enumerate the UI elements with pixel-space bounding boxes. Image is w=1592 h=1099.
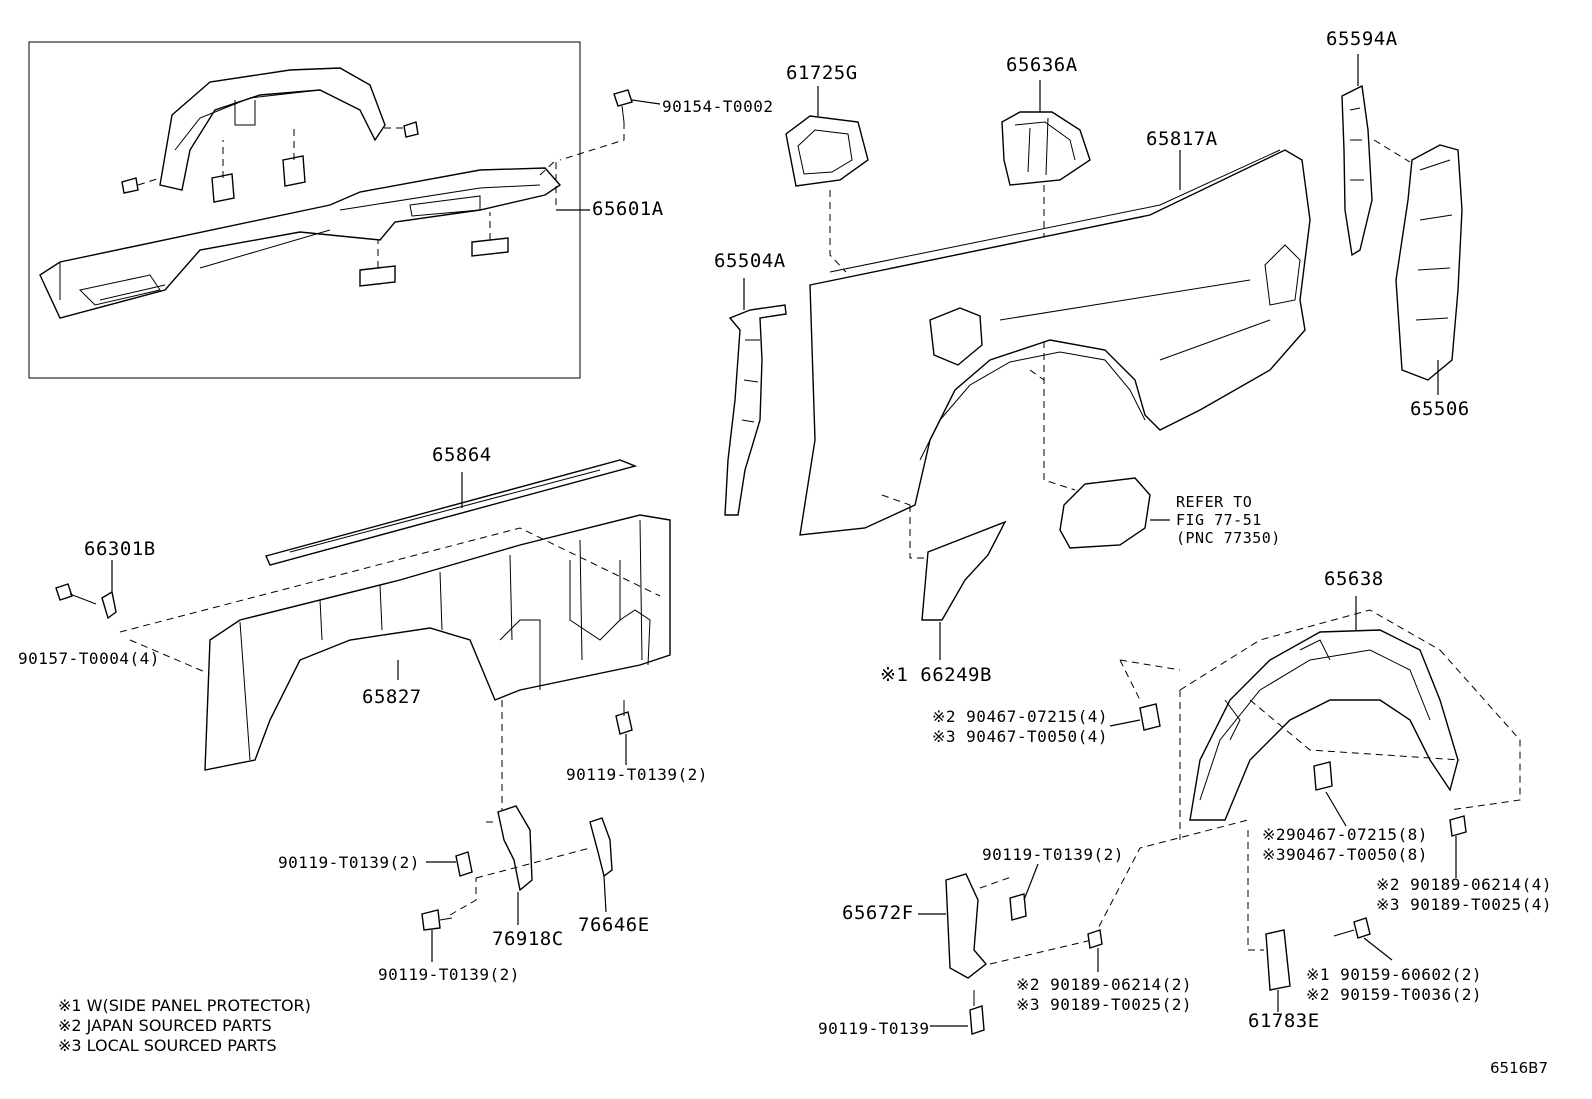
part-66249B-drawing — [921, 520, 1007, 621]
label-65506: 65506 — [1410, 398, 1470, 420]
part-76918C-drawing — [497, 805, 533, 892]
part-65827-drawing — [204, 514, 671, 771]
label-90467-07215-b: ※290467-07215(8) — [1262, 825, 1428, 844]
part-61725G-drawing — [785, 115, 869, 187]
label-90119-T0139-e: 90119-T0139 — [818, 1019, 930, 1038]
clip-66301B-icon — [101, 590, 117, 620]
clip-90189-c-icon — [1087, 929, 1103, 949]
label-90189-T0025-b: ※3 90189-T0025(2) — [1016, 995, 1193, 1014]
part-65672F-drawing — [945, 873, 988, 979]
label-90119-T0139-b: 90119-T0139(2) — [278, 853, 420, 872]
label-65601A: 65601A — [592, 198, 664, 220]
part-65594A-drawing — [1341, 84, 1373, 257]
part-65864-drawing — [265, 459, 638, 566]
clip-90467-c-icon — [1313, 761, 1333, 791]
label-90119-T0139-c: 90119-T0139(2) — [378, 965, 520, 984]
label-65594A: 65594A — [1326, 28, 1398, 50]
note-2: ※2 JAPAN SOURCED PARTS — [58, 1016, 272, 1035]
note-1: ※1 W(SIDE PANEL PROTECTOR) — [58, 996, 311, 1015]
part-65817A-drawing — [799, 149, 1311, 536]
label-65638: 65638 — [1324, 568, 1384, 590]
clip-90119-d-icon — [1009, 893, 1027, 921]
label-65817A: 65817A — [1146, 128, 1218, 150]
bolt-90119-c-icon — [421, 909, 453, 931]
note-3: ※3 LOCAL SOURCED PARTS — [58, 1036, 277, 1055]
label-61783E: 61783E — [1248, 1010, 1320, 1032]
label-90154-T0002: 90154-T0002 — [662, 97, 774, 116]
figure-code: 6516B7 — [1490, 1059, 1549, 1077]
label-90189-06214-b: ※2 90189-06214(2) — [1016, 975, 1193, 994]
part-61783E-drawing — [1265, 929, 1291, 991]
refer-line-1: REFER TO — [1176, 493, 1253, 511]
label-90189-T0025-a: ※3 90189-T0025(4) — [1376, 895, 1553, 914]
clip-90467-a-icon — [1139, 703, 1161, 731]
label-90119-T0139-d: 90119-T0139(2) — [982, 845, 1124, 864]
label-90159-60602: ※1 90159-60602(2) — [1306, 965, 1483, 984]
label-61725G: 61725G — [786, 62, 858, 84]
label-66301B: 66301B — [84, 538, 156, 560]
label-76646E: 76646E — [578, 914, 650, 936]
label-65864: 65864 — [432, 444, 492, 466]
bolt-90119-b-icon — [455, 851, 473, 877]
part-65504A-drawing — [724, 304, 787, 516]
label-90159-T0036: ※2 90159-T0036(2) — [1306, 985, 1483, 1004]
bolt-90154-icon — [613, 89, 633, 123]
part-65601A-drawing — [39, 67, 562, 319]
part-65506-drawing — [1395, 144, 1463, 381]
refer-line-2: FIG 77-51 — [1176, 511, 1262, 529]
bolt-90119-e-icon — [969, 990, 985, 1035]
label-65504A: 65504A — [714, 250, 786, 272]
clip-90189-a-icon — [1449, 815, 1467, 837]
bolt-90157-icon — [55, 583, 97, 605]
label-65672F: 65672F — [842, 902, 914, 924]
label-65827: 65827 — [362, 686, 422, 708]
label-90467-T0050-b: ※390467-T0050(8) — [1262, 845, 1428, 864]
part-65638-drawing — [1189, 629, 1459, 821]
label-90119-T0139-a: 90119-T0139(2) — [566, 765, 708, 784]
label-65636A: 65636A — [1006, 54, 1078, 76]
label-66249B: ※1 66249B — [880, 664, 992, 686]
part-65636A-drawing — [1001, 111, 1091, 186]
part-fuel-lid-drawing — [1059, 477, 1151, 549]
refer-line-3: (PNC 77350) — [1176, 529, 1281, 547]
label-90157-T0004: 90157-T0004(4) — [18, 649, 160, 668]
label-90467-07215-a: ※2 90467-07215(4) — [932, 707, 1109, 726]
label-76918C: 76918C — [492, 928, 564, 950]
clip-90119-a-icon — [615, 700, 633, 735]
label-90467-T0050-a: ※3 90467-T0050(4) — [932, 727, 1109, 746]
label-90189-06214-a: ※2 90189-06214(4) — [1376, 875, 1553, 894]
bolt-90159-icon — [1333, 917, 1371, 939]
part-76646E-drawing — [589, 817, 613, 878]
